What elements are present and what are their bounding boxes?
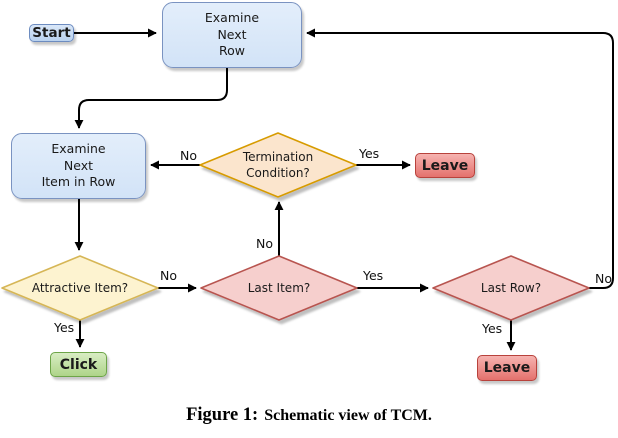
last-row-label: Last Row? <box>480 281 542 295</box>
figure-caption-prefix: Figure 1: <box>186 405 259 425</box>
leave-node-bottom: Leave <box>477 355 537 381</box>
figure-caption: Figure 1: Schematic view of TCM. <box>0 405 618 426</box>
edge-examine-row-to-examine-item <box>74 68 228 129</box>
attractive-item-label: Attractive Item? <box>31 281 129 295</box>
edge-label-last-item-yes: Yes <box>363 268 384 283</box>
termination-condition-diamond <box>199 132 357 198</box>
examine-next-row-node: Examine Next Row <box>162 2 302 68</box>
last-item-label: Last Item? <box>247 281 311 295</box>
click-node: Click <box>50 352 107 377</box>
edge-label-attractive-no: No <box>160 268 177 283</box>
termination-condition-label: Termination Condition? <box>242 149 314 180</box>
edge-label-last-item-no: No <box>256 236 273 251</box>
leave-node-top: Leave <box>415 153 475 178</box>
start-node: Start <box>29 24 74 42</box>
edge-label-last-row-yes: Yes <box>482 321 503 336</box>
examine-next-item-node: Examine Next Item in Row <box>11 133 146 199</box>
edge-label-termination-yes: Yes <box>359 146 380 161</box>
edge-last-row-no-feedback <box>306 28 614 289</box>
attractive-item-diamond <box>1 255 159 321</box>
edge-label-last-row-no: No <box>595 271 612 286</box>
edge-label-attractive-yes: Yes <box>54 320 75 335</box>
last-row-diamond <box>432 255 590 321</box>
figure-caption-text: Schematic view of TCM. <box>264 407 432 424</box>
edge-label-termination-no: No <box>180 148 197 163</box>
last-item-diamond <box>200 255 358 321</box>
